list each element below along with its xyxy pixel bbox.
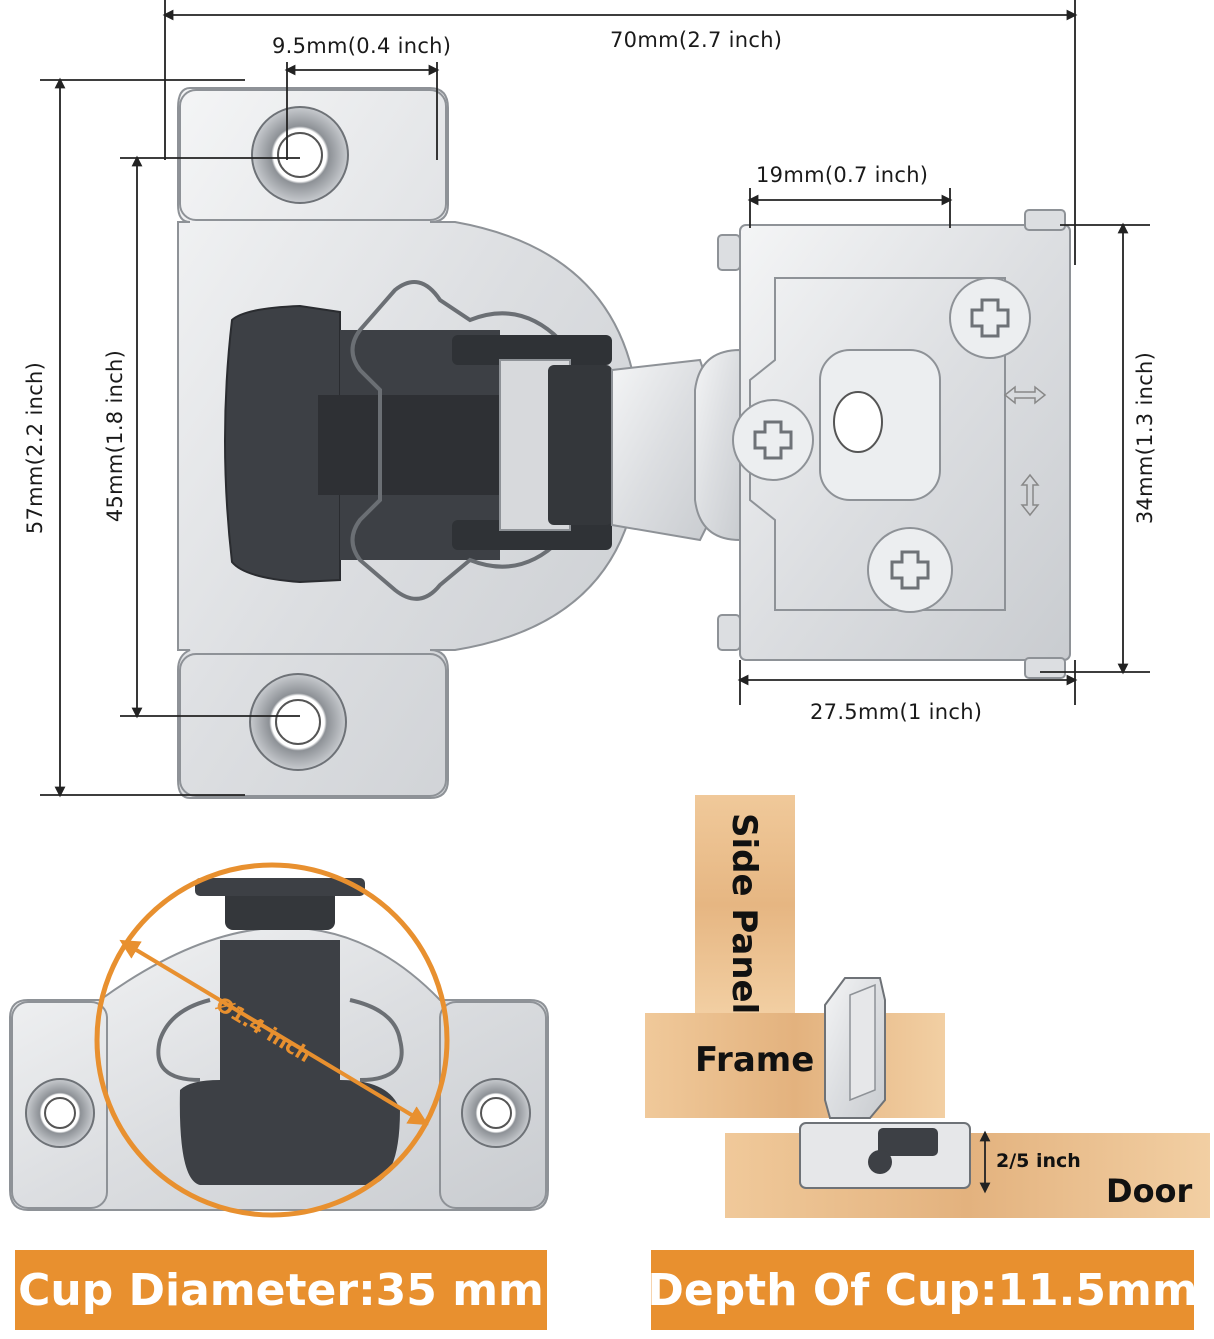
lower-flange [179,653,447,797]
cup-channel [318,395,518,495]
hinge-top-view [177,87,1071,799]
arm-length-label: 27.5mm(1 inch) [810,700,983,724]
arm-height-label: 34mm(1.3 inch) [1133,351,1157,525]
door-label: Door [1106,1172,1193,1210]
screw-middle-left [732,399,814,481]
hole-spacing-label: 45mm(1.8 inch) [103,349,127,523]
cup-diameter-banner: Cup Diameter:35 mm [15,1250,547,1330]
spring-wire [350,280,562,601]
hinge-pin-top [452,335,612,365]
hole-offset-label: 9.5mm(0.4 inch) [272,34,452,58]
upper-flange [179,89,447,221]
overall-width-label: 70mm(2.7 inch) [610,28,783,52]
side-panel-board [695,795,795,1015]
hinge-knuckle [548,365,612,525]
overall-height-label: 57mm(2.2 inch) [23,361,47,535]
cup-left [224,304,341,584]
screw-top-right [949,277,1031,359]
frame-board [645,1013,945,1118]
installation-view [645,795,1210,1218]
screw-bottom [867,527,953,613]
hinge-pin-bottom [452,520,612,550]
dimension-lines [40,0,1150,798]
frame-label: Frame [695,1040,815,1080]
cup-diameter-circle [94,862,450,1218]
side-panel-label: Side Panel [724,813,764,1015]
diameter-arrow [119,939,429,1126]
cam-slot [833,391,883,453]
overlay-label: 2/5 inch [996,1150,1081,1172]
cup-depth-banner: Depth Of Cup:11.5mm [647,1250,1198,1330]
arm-width-label: 19mm(0.7 inch) [756,163,929,187]
cup-detail-view [9,862,549,1218]
